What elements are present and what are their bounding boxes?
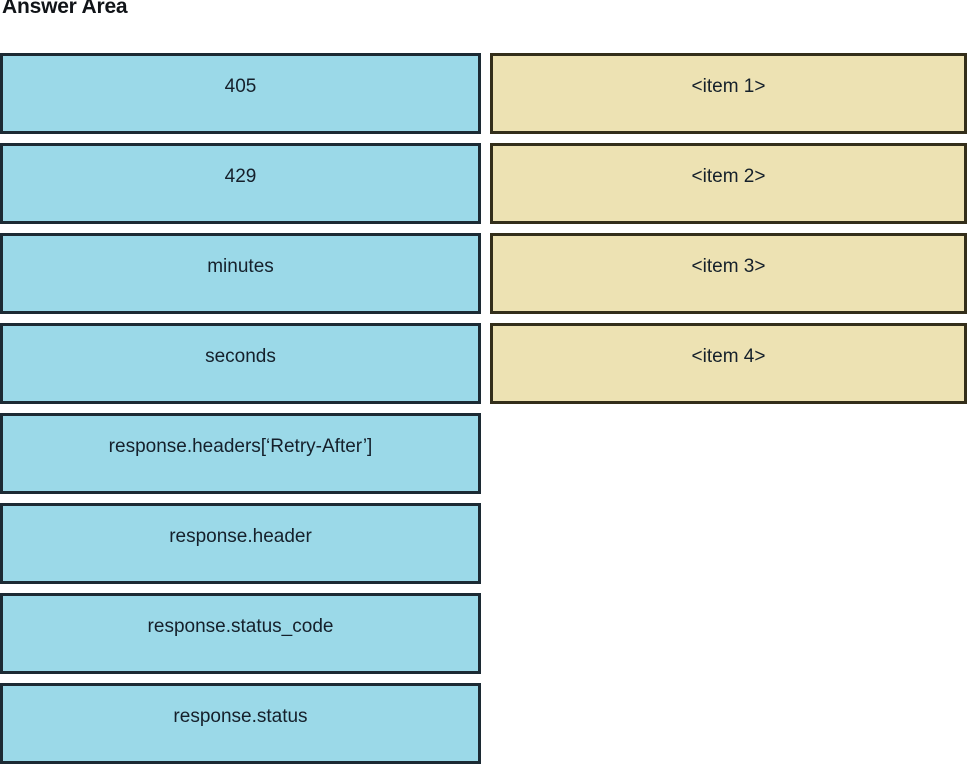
draggable-option-response-headers-retry-after[interactable]: response.headers[‘Retry-After’] — [0, 413, 481, 494]
draggable-options-column: 405 429 minutes seconds response.headers… — [0, 0, 482, 765]
draggable-option-response-status-code[interactable]: response.status_code — [0, 593, 481, 674]
drop-targets-column: <item 1> <item 2> <item 3> <item 4> — [490, 0, 967, 765]
draggable-option-minutes[interactable]: minutes — [0, 233, 481, 314]
drop-target-item-2[interactable]: <item 2> — [490, 143, 967, 224]
draggable-option-429[interactable]: 429 — [0, 143, 481, 224]
drop-target-item-4[interactable]: <item 4> — [490, 323, 967, 404]
page-title: Answer Area — [2, 0, 128, 18]
drop-target-item-3[interactable]: <item 3> — [490, 233, 967, 314]
draggable-option-response-header[interactable]: response.header — [0, 503, 481, 584]
draggable-option-response-status[interactable]: response.status — [0, 683, 481, 764]
drop-target-item-1[interactable]: <item 1> — [490, 53, 967, 134]
draggable-option-seconds[interactable]: seconds — [0, 323, 481, 404]
draggable-option-405[interactable]: 405 — [0, 53, 481, 134]
